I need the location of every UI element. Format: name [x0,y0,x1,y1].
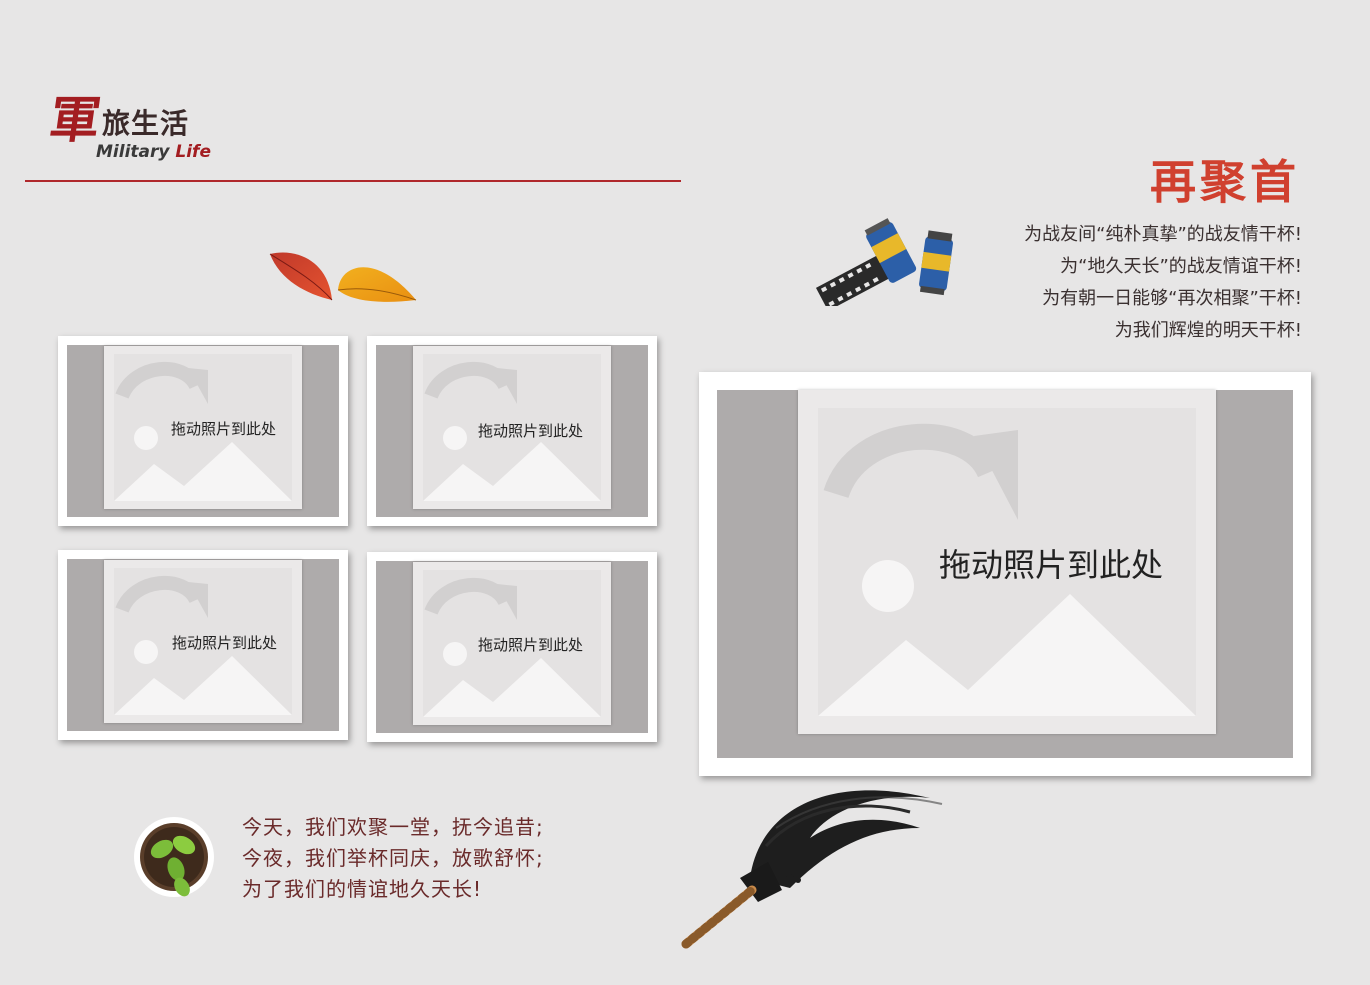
bottom-line: 为了我们的情谊地久天长! [242,877,483,901]
logo-english-main: Military [96,142,170,162]
drop-photo-label: 拖动照片到此处 [172,634,278,652]
photo-frame-1[interactable]: 拖动照片到此处 [58,336,348,526]
autumn-leaves-icon [269,252,417,302]
toast-text-block: 为战友间“纯朴真挚”的战友情干杯! 为“地久天长”的战友情谊干杯! 为有朝一日能… [1024,219,1302,347]
calligraphy-brush-icon [681,790,943,949]
drop-photo-label: 拖动照片到此处 [478,636,584,654]
drop-photo-label: 拖动照片到此处 [478,422,584,440]
toast-line: 为“地久天长”的战友情谊干杯! [1060,256,1302,277]
image-placeholder-icon[interactable] [104,560,302,723]
toast-line: 为战友间“纯朴真挚”的战友情干杯! [1024,224,1302,245]
image-placeholder-icon[interactable] [413,562,611,725]
toast-line: 为我们辉煌的明天干杯! [1114,320,1302,341]
bottom-line: 今天，我们欢聚一堂，抚今追昔; [242,815,544,839]
bottom-line: 今夜，我们举杯同庆，放歌舒怀; [242,846,544,870]
toast-line: 为有朝一日能够“再次相聚”干杯! [1042,288,1302,309]
potted-plant-icon [134,817,214,897]
logo-english-accent: Life [175,142,211,162]
drop-photo-label: 拖动照片到此处 [939,546,1164,584]
film-roll-icon [815,218,953,306]
photo-frame-3[interactable]: 拖动照片到此处 [58,550,348,740]
image-placeholder-icon[interactable] [798,390,1216,734]
header-divider [25,180,681,182]
drop-photo-label: 拖动照片到此处 [171,420,277,438]
logo-english-text: Military Life [96,142,211,162]
page-title: 再聚首 [1150,155,1300,209]
logo-chinese-text: 旅生活 [102,107,190,140]
bottom-text-block: 今天，我们欢聚一堂，抚今追昔; 今夜，我们举杯同庆，放歌舒怀; 为了我们的情谊地… [242,812,544,905]
image-placeholder-icon[interactable] [413,346,611,509]
image-placeholder-icon[interactable] [104,346,302,509]
photo-frame-2[interactable]: 拖动照片到此处 [367,336,657,526]
photo-frame-4[interactable]: 拖动照片到此处 [367,552,657,742]
photo-frame-large[interactable]: 拖动照片到此处 [699,372,1311,776]
military-life-logo: 軍 旅生活 Military Life [46,90,250,166]
logo-character: 軍 [45,90,105,149]
